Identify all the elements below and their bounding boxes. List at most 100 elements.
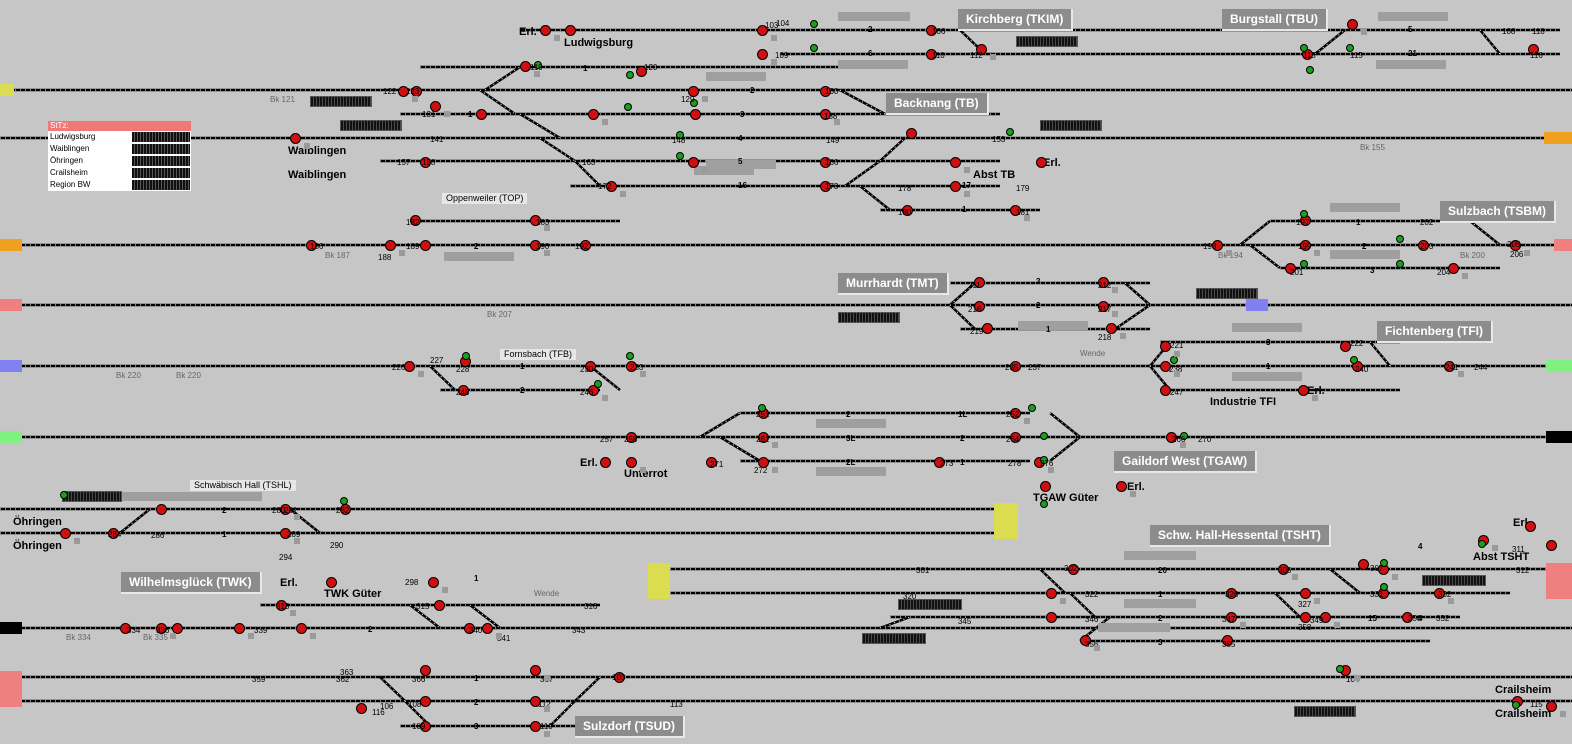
track-segment[interactable] — [859, 185, 891, 211]
track-segment[interactable] — [1329, 568, 1361, 594]
signal-red[interactable] — [280, 504, 291, 515]
signal-red[interactable] — [420, 240, 431, 251]
signal-red[interactable] — [458, 385, 469, 396]
signal-red[interactable] — [530, 215, 541, 226]
signal-red[interactable] — [926, 49, 937, 60]
signal-red[interactable] — [1510, 240, 1521, 251]
track-segment[interactable] — [1469, 220, 1501, 246]
signal-red[interactable] — [398, 86, 409, 97]
occupancy-block[interactable] — [816, 467, 886, 476]
occupancy-block[interactable] — [90, 492, 262, 501]
signal-red[interactable] — [296, 623, 307, 634]
signal-green[interactable] — [676, 131, 684, 139]
signal-red[interactable] — [434, 600, 445, 611]
track-segment[interactable] — [1049, 436, 1081, 462]
train-number-display[interactable] — [838, 312, 900, 323]
signal-green[interactable] — [624, 103, 632, 111]
signal-red[interactable] — [530, 696, 541, 707]
signal-green[interactable] — [1380, 559, 1388, 567]
occupancy-block[interactable] — [706, 160, 776, 169]
signal-red[interactable] — [120, 623, 131, 634]
signal-red[interactable] — [1546, 540, 1557, 551]
occupancy-block[interactable] — [1098, 623, 1170, 632]
signal-red[interactable] — [1068, 564, 1079, 575]
stoerung-row[interactable]: Region BW — [48, 179, 191, 191]
occupancy-block[interactable] — [1018, 321, 1088, 330]
track-entry-bar[interactable] — [1546, 431, 1572, 443]
track-segment[interactable] — [1249, 244, 1281, 269]
signal-red[interactable] — [614, 672, 625, 683]
station-label-tmt[interactable]: Murrhardt (TMT) — [838, 273, 949, 295]
signal-red[interactable] — [588, 385, 599, 396]
occupancy-block[interactable] — [838, 12, 910, 21]
occupancy-block[interactable] — [1232, 372, 1302, 381]
signal-green[interactable] — [1350, 356, 1358, 364]
track-segment[interactable] — [589, 365, 621, 391]
signal-red[interactable] — [1036, 157, 1047, 168]
signal-green[interactable] — [1512, 701, 1520, 709]
signal-red[interactable] — [1347, 19, 1358, 30]
signal-red[interactable] — [356, 703, 367, 714]
signal-green[interactable] — [758, 404, 766, 412]
signal-red[interactable] — [820, 157, 831, 168]
signal-red[interactable] — [172, 623, 183, 634]
signal-green[interactable] — [1006, 128, 1014, 136]
signal-red[interactable] — [902, 205, 913, 216]
signal-red[interactable] — [1160, 341, 1171, 352]
signal-red[interactable] — [420, 721, 431, 732]
signal-red[interactable] — [540, 25, 551, 36]
signal-red[interactable] — [420, 157, 431, 168]
signal-red[interactable] — [464, 623, 475, 634]
signal-red[interactable] — [1040, 481, 1051, 492]
signal-red[interactable] — [1448, 263, 1459, 274]
signal-red[interactable] — [1546, 701, 1557, 712]
track-segment[interactable] — [719, 435, 761, 463]
track-segment[interactable] — [844, 159, 881, 188]
train-number-display[interactable] — [1016, 36, 1078, 47]
signal-red[interactable] — [588, 109, 599, 120]
signal-red[interactable] — [156, 623, 167, 634]
train-number-display[interactable] — [310, 96, 372, 107]
signal-red[interactable] — [280, 528, 291, 539]
signal-red[interactable] — [926, 25, 937, 36]
train-number-display[interactable] — [1040, 120, 1102, 131]
signal-red[interactable] — [1320, 612, 1331, 623]
signal-green[interactable] — [1040, 456, 1048, 464]
track-segment[interactable] — [1114, 303, 1151, 331]
signal-green[interactable] — [1346, 44, 1354, 52]
signal-red[interactable] — [585, 361, 596, 372]
signal-green[interactable] — [690, 99, 698, 107]
signal-red[interactable] — [1160, 361, 1171, 372]
signal-red[interactable] — [108, 528, 119, 539]
signal-red[interactable] — [636, 66, 647, 77]
signal-red[interactable] — [1226, 588, 1237, 599]
track-entry-bar[interactable] — [1246, 299, 1268, 311]
track-segment[interactable] — [1124, 282, 1151, 306]
station-label-twk[interactable]: Wilhelmsglück (TWK) — [121, 572, 262, 594]
signal-red[interactable] — [1080, 635, 1091, 646]
occupancy-block[interactable] — [1330, 250, 1400, 259]
track-entry-bar[interactable] — [0, 431, 22, 443]
signal-red[interactable] — [974, 301, 985, 312]
station-label-tkim[interactable]: Kirchberg (TKIM) — [958, 9, 1074, 31]
station-label-tbu[interactable]: Burgstall (TBU) — [1222, 9, 1328, 31]
signal-red[interactable] — [1528, 44, 1539, 55]
track-entry-bar[interactable] — [1554, 239, 1572, 251]
signal-red[interactable] — [757, 25, 768, 36]
signal-red[interactable] — [626, 432, 637, 443]
signal-red[interactable] — [428, 577, 439, 588]
signal-red[interactable] — [530, 721, 541, 732]
track-entry-bar[interactable] — [0, 84, 14, 96]
track-segment[interactable] — [1049, 412, 1081, 438]
signal-red[interactable] — [404, 361, 415, 372]
signal-red[interactable] — [606, 181, 617, 192]
signal-red[interactable] — [565, 25, 576, 36]
signal-green[interactable] — [1180, 432, 1188, 440]
signal-red[interactable] — [1300, 240, 1311, 251]
signal-red[interactable] — [306, 240, 317, 251]
signal-red[interactable] — [580, 240, 591, 251]
signal-red[interactable] — [420, 665, 431, 676]
signal-red[interactable] — [820, 86, 831, 97]
signal-red[interactable] — [1340, 341, 1351, 352]
signal-red[interactable] — [600, 457, 611, 468]
